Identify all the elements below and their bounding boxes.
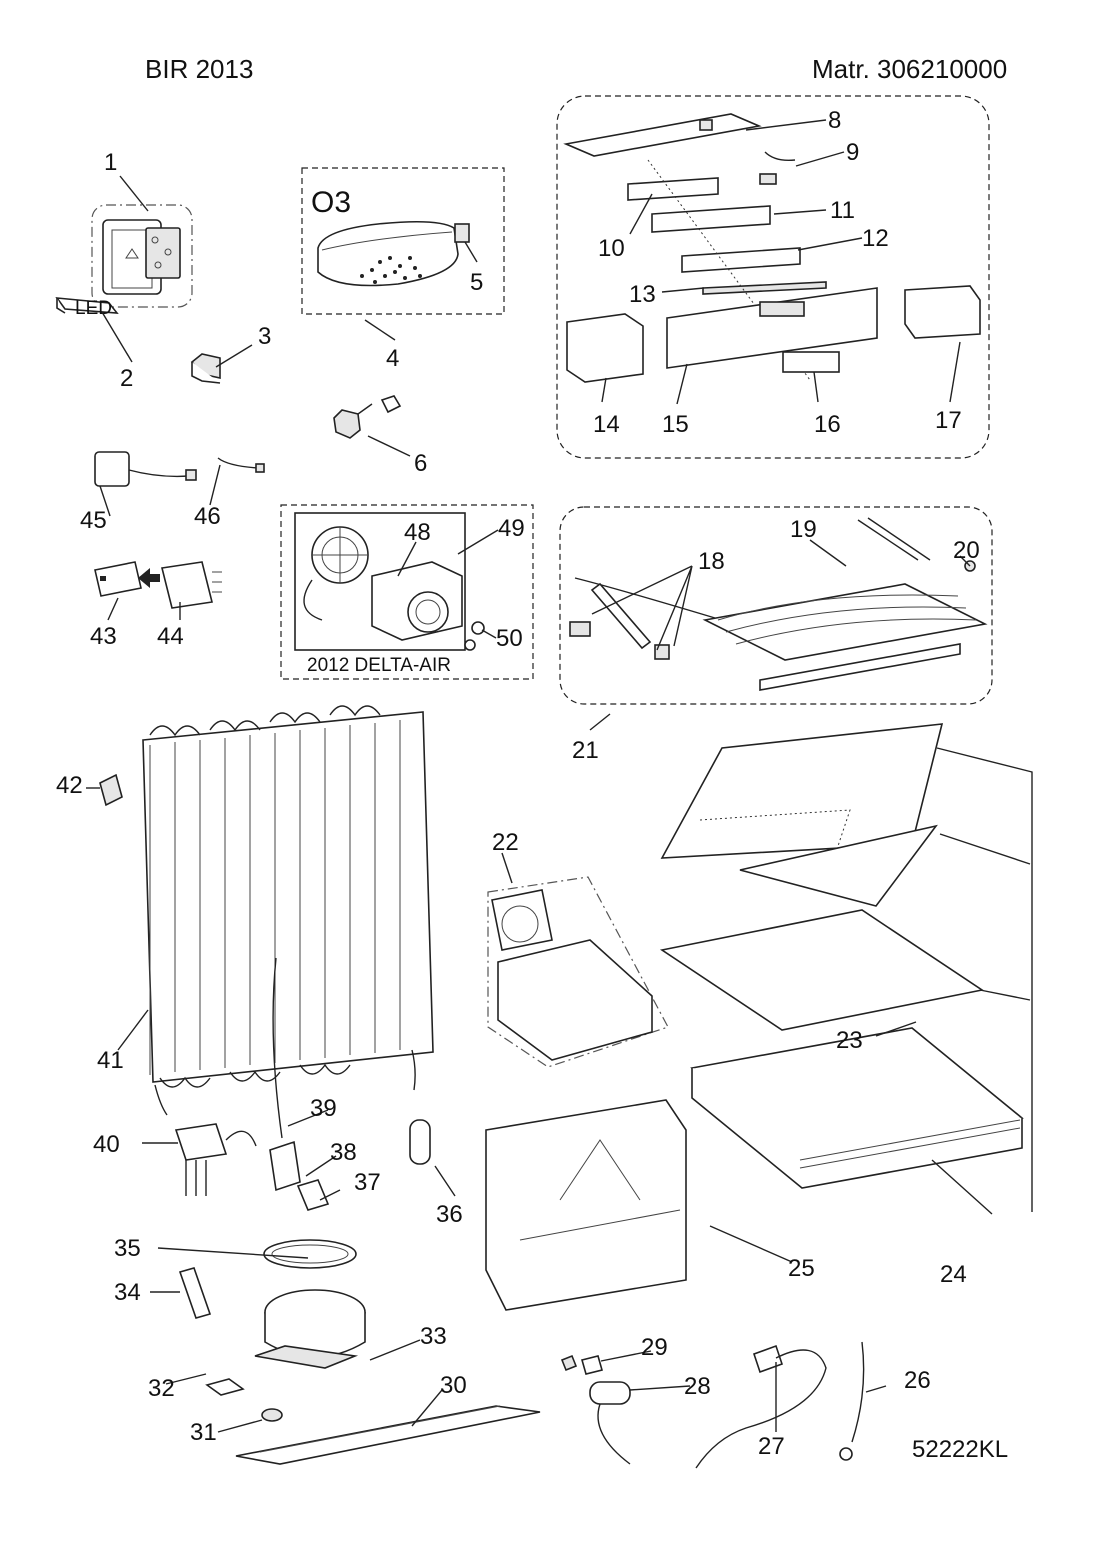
callout-27: 27: [758, 1433, 785, 1460]
callout-26: 26: [904, 1367, 931, 1394]
callout-23: 23: [836, 1027, 863, 1054]
callout-29: 29: [641, 1334, 668, 1361]
part-3-switch: [190, 353, 221, 384]
callout-10: 10: [598, 235, 625, 262]
callout-33: 33: [420, 1323, 447, 1350]
callout-32: 32: [148, 1375, 175, 1402]
callout-28: 28: [684, 1373, 711, 1400]
callout-4: 4: [386, 345, 399, 372]
callout-17: 17: [935, 407, 962, 434]
control-panel-group: [556, 95, 990, 459]
callout-12: 12: [862, 225, 889, 252]
callout-48: 48: [404, 519, 431, 546]
compressor-group: [178, 1239, 541, 1465]
callout-42: 42: [56, 772, 83, 799]
callout-31: 31: [190, 1419, 217, 1446]
ozone-label: O3: [311, 186, 351, 219]
callout-3: 3: [258, 323, 271, 350]
callout-37: 37: [354, 1169, 381, 1196]
callout-21: 21: [572, 737, 599, 764]
delta-air-label: 2012 DELTA-AIR: [307, 655, 451, 676]
callout-40: 40: [93, 1131, 120, 1158]
callout-15: 15: [662, 411, 689, 438]
callout-16: 16: [814, 411, 841, 438]
callout-1: 1: [104, 149, 117, 176]
drain-hose-group: [174, 957, 431, 1211]
callout-24: 24: [940, 1261, 967, 1288]
part-6-clip: [333, 395, 402, 439]
switch-label: LED: [75, 298, 112, 319]
callout-41: 41: [97, 1047, 124, 1074]
callout-labels: 1 2 3 4 5 6 8 9 10 11 12 13 14 15 16 17 …: [56, 107, 980, 1460]
callout-38: 38: [330, 1139, 357, 1166]
callout-14: 14: [593, 411, 620, 438]
callout-45: 45: [80, 507, 107, 534]
callout-18: 18: [698, 548, 725, 575]
callout-49: 49: [498, 515, 525, 542]
callout-30: 30: [440, 1372, 467, 1399]
callout-36: 36: [436, 1201, 463, 1228]
callout-6: 6: [414, 450, 427, 477]
model-title: BIR 2013: [145, 54, 253, 84]
callout-9: 9: [846, 139, 859, 166]
top-cover-group: [659, 723, 1033, 1212]
callout-39: 39: [310, 1095, 337, 1122]
card-module-group: [94, 561, 222, 609]
callout-25: 25: [788, 1255, 815, 1282]
material-number: Matr. 306210000: [812, 54, 1007, 84]
callout-19: 19: [790, 516, 817, 543]
shelf-part-25: [485, 1099, 687, 1311]
callout-8: 8: [828, 107, 841, 134]
callout-46: 46: [194, 503, 221, 530]
callout-43: 43: [90, 623, 117, 650]
switch-panel-group: LED: [55, 204, 193, 319]
ozone-holes: [360, 256, 422, 284]
callout-35: 35: [114, 1235, 141, 1262]
cable-module-group: [94, 451, 265, 487]
fan-duct-group: [487, 876, 669, 1068]
callout-2: 2: [120, 365, 133, 392]
delta-air-group: 2012 DELTA-AIR: [280, 504, 534, 680]
callout-44: 44: [157, 623, 184, 650]
callout-20: 20: [953, 537, 980, 564]
leader-lines: [86, 119, 993, 1433]
callout-22: 22: [492, 829, 519, 856]
callout-34: 34: [114, 1279, 141, 1306]
drawing-code: 52222KL: [912, 1436, 1008, 1463]
condenser-coil: [99, 705, 434, 1116]
callout-50: 50: [496, 625, 523, 652]
electrical-parts-group: [560, 1341, 865, 1469]
evaporator-group: [559, 506, 993, 705]
callout-11: 11: [830, 197, 855, 224]
lower-drawer-group: [690, 1027, 1024, 1189]
callout-5: 5: [470, 269, 483, 296]
callout-13: 13: [629, 281, 656, 308]
ozone-module-group: O3: [301, 167, 505, 315]
